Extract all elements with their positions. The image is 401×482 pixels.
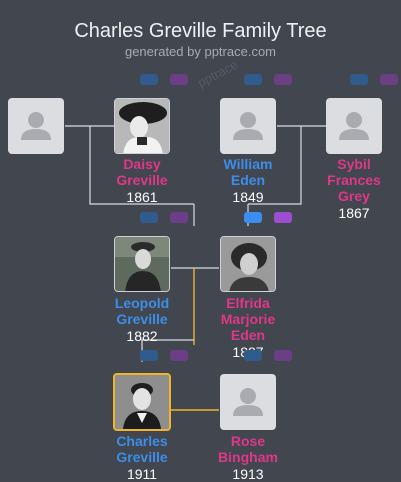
portrait-photo <box>115 237 169 291</box>
name-line: William <box>223 156 273 172</box>
add-parent-button[interactable] <box>170 212 188 223</box>
add-parent-button[interactable] <box>244 212 262 223</box>
placeholder-silhouette-icon <box>233 388 263 416</box>
birth-year-daisy: 1861 <box>126 189 158 205</box>
placeholder-silhouette-icon <box>21 112 51 140</box>
name-line: Eden <box>230 172 266 188</box>
birth-year-sybil: 1867 <box>338 205 370 221</box>
name-line: Marjorie <box>220 311 276 327</box>
person-card-unknown[interactable] <box>8 98 64 154</box>
page-title: Charles Greville Family Tree <box>74 20 327 42</box>
add-parent-button[interactable] <box>170 74 188 85</box>
person-name-sybil[interactable]: Sybil Frances Grey <box>304 156 401 204</box>
person-name-rose[interactable]: Rose Bingham <box>198 433 298 465</box>
person-card-sybil[interactable] <box>326 98 382 154</box>
birth-year-leopold: 1882 <box>126 328 158 344</box>
person-name-william[interactable]: William Eden <box>198 156 298 188</box>
add-parent-button[interactable] <box>170 350 188 361</box>
person-card-william[interactable] <box>220 98 276 154</box>
birth-year-william: 1849 <box>232 189 264 205</box>
portrait-photo <box>115 99 169 153</box>
name-line: Frances <box>327 172 381 188</box>
name-line: Charles <box>116 433 168 449</box>
name-line: Greville <box>116 172 168 188</box>
name-line: Leopold <box>114 295 170 311</box>
add-parent-button[interactable] <box>274 350 292 361</box>
name-line: Rose <box>230 433 266 449</box>
name-line: Greville <box>116 311 168 327</box>
birth-year-charles: 1911 <box>126 466 158 482</box>
name-line: Daisy <box>123 156 161 172</box>
add-parent-button[interactable] <box>140 350 158 361</box>
name-line: Grey <box>338 188 370 204</box>
add-parent-button[interactable] <box>140 212 158 223</box>
person-card-daisy[interactable] <box>114 98 170 154</box>
name-line: Elfrida <box>226 295 270 311</box>
person-name-daisy[interactable]: Daisy Greville <box>92 156 192 188</box>
add-parent-button[interactable] <box>140 74 158 85</box>
name-line: Bingham <box>218 449 278 465</box>
add-parent-button[interactable] <box>244 74 262 85</box>
portrait-photo <box>221 237 275 291</box>
person-card-charles[interactable] <box>113 373 171 431</box>
page-subtitle: generated by pptrace.com <box>124 44 277 59</box>
add-parent-button[interactable] <box>274 212 292 223</box>
person-name-elfrida[interactable]: Elfrida Marjorie Eden <box>198 295 298 343</box>
add-parent-button[interactable] <box>274 74 292 85</box>
person-card-elfrida[interactable] <box>220 236 276 292</box>
birth-year-rose: 1913 <box>232 466 264 482</box>
person-card-leopold[interactable] <box>114 236 170 292</box>
placeholder-silhouette-icon <box>233 112 263 140</box>
add-parent-button[interactable] <box>380 74 398 85</box>
portrait-photo <box>115 375 169 429</box>
person-card-rose[interactable] <box>220 374 276 430</box>
add-parent-button[interactable] <box>350 74 368 85</box>
person-name-charles[interactable]: Charles Greville <box>92 433 192 465</box>
add-parent-button[interactable] <box>244 350 262 361</box>
placeholder-silhouette-icon <box>339 112 369 140</box>
person-name-leopold[interactable]: Leopold Greville <box>92 295 192 327</box>
name-line: Sybil <box>337 156 371 172</box>
name-line: Eden <box>230 327 266 343</box>
name-line: Greville <box>116 449 168 465</box>
